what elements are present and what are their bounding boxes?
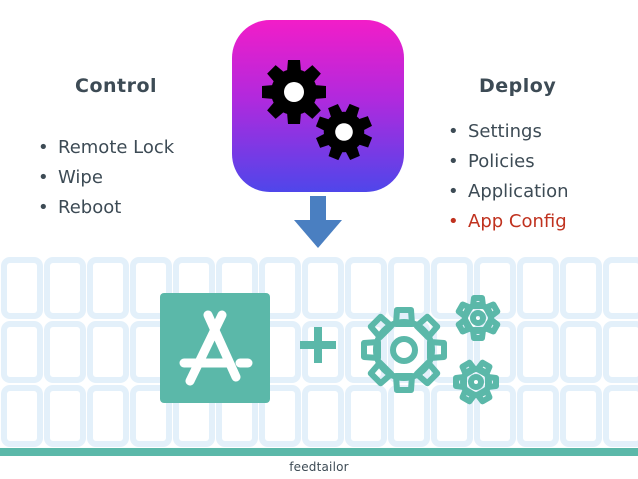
smartphone-icon — [87, 321, 129, 383]
deploy-item: •Policies — [448, 151, 535, 172]
gears-outline-icon — [360, 290, 510, 410]
smartphone-icon — [345, 257, 387, 319]
smartphone-icon — [431, 385, 473, 447]
smartphone-icon — [345, 385, 387, 447]
smartphone-icon — [302, 385, 344, 447]
footer-brand-logo: feedtailor — [289, 460, 349, 474]
smartphone-icon — [302, 321, 344, 383]
arrow-down-icon — [294, 196, 342, 248]
smartphone-icon — [560, 321, 602, 383]
smartphone-icon — [259, 385, 301, 447]
smartphone-icon — [1, 321, 43, 383]
smartphone-icon — [560, 385, 602, 447]
smartphone-icon — [44, 257, 86, 319]
smartphone-icon — [560, 257, 602, 319]
smartphone-icon — [130, 385, 172, 447]
smartphone-icon — [259, 257, 301, 319]
smartphone-icon — [87, 385, 129, 447]
deploy-list: •Settings •Policies •Application •App Co… — [448, 117, 569, 237]
smartphone-icon — [44, 321, 86, 383]
smartphone-icon — [517, 321, 559, 383]
smartphone-icon — [431, 257, 473, 319]
smartphone-icon — [1, 385, 43, 447]
control-item: •Remote Lock — [38, 137, 175, 158]
smartphone-icon — [603, 385, 638, 447]
smartphone-icon — [44, 385, 86, 447]
plus-icon — [300, 327, 336, 363]
control-heading: Control — [75, 75, 158, 97]
smartphone-icon — [603, 321, 638, 383]
smartphone-icon — [345, 321, 387, 383]
control-item: •Wipe — [38, 167, 103, 188]
smartphone-icon — [302, 257, 344, 319]
deploy-item: •Application — [448, 181, 569, 202]
deploy-item-highlighted: •App Config — [448, 211, 567, 232]
app-store-tile — [160, 293, 270, 403]
smartphone-icon — [603, 257, 638, 319]
smartphone-icon — [517, 385, 559, 447]
footer-strip — [0, 448, 638, 456]
control-item: •Reboot — [38, 197, 122, 218]
gears-icon — [262, 60, 373, 161]
deploy-heading: Deploy — [479, 75, 557, 97]
app-store-icon — [179, 310, 253, 386]
smartphone-icon — [87, 257, 129, 319]
settings-app-tile — [232, 20, 404, 192]
deploy-item: •Settings — [448, 121, 542, 142]
smartphone-icon — [517, 257, 559, 319]
footer: feedtailor — [0, 448, 638, 479]
smartphone-icon — [1, 257, 43, 319]
control-list: •Remote Lock •Wipe •Reboot — [38, 133, 174, 223]
smartphone-icon — [130, 257, 172, 319]
